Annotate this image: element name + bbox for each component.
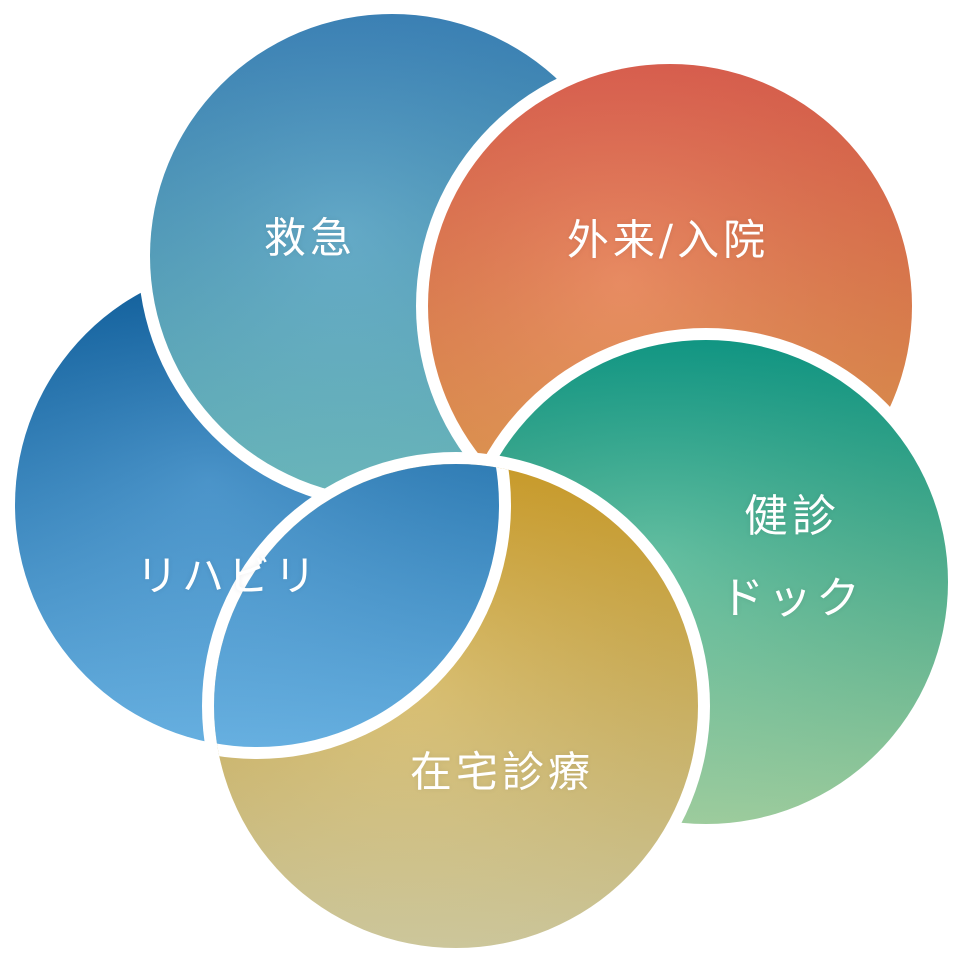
circle-homecare [202,452,710,960]
service-circle-homecare[interactable] [214,464,698,948]
